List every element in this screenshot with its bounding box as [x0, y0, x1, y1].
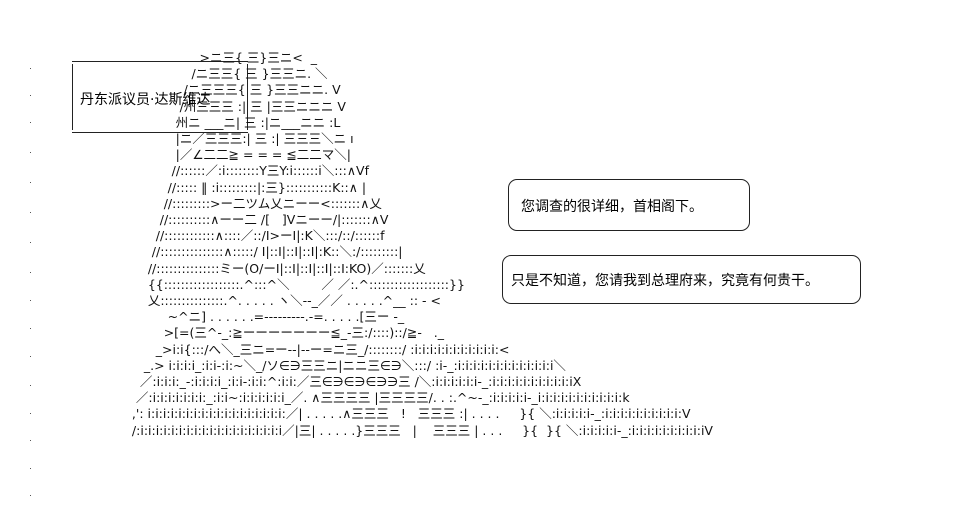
ascii-art-figure: >ニ三{ 三}三ニ< _ /ニ三三{ 三 }三三ニ. ＼ /ニ三三三{ 三 }三… — [131, 50, 713, 438]
speech-text-2: 只是不知道，您请我到总理府来，究竟有何贵干。 — [511, 273, 819, 289]
speaker-name: 丹东派议员·达斯维达 — [80, 92, 211, 108]
speech-text-1: 您调查的很详细，首相阁下。 — [521, 199, 703, 215]
speech-bubble-2: 只是不知道，您请我到总理府来，究竟有何贵干。 — [502, 255, 861, 304]
left-margin-dots — [30, 0, 36, 514]
speaker-name-box: 丹东派议员·达斯维达 — [72, 61, 248, 133]
speech-bubble-1: 您调查的很详细，首相阁下。 — [508, 179, 750, 231]
